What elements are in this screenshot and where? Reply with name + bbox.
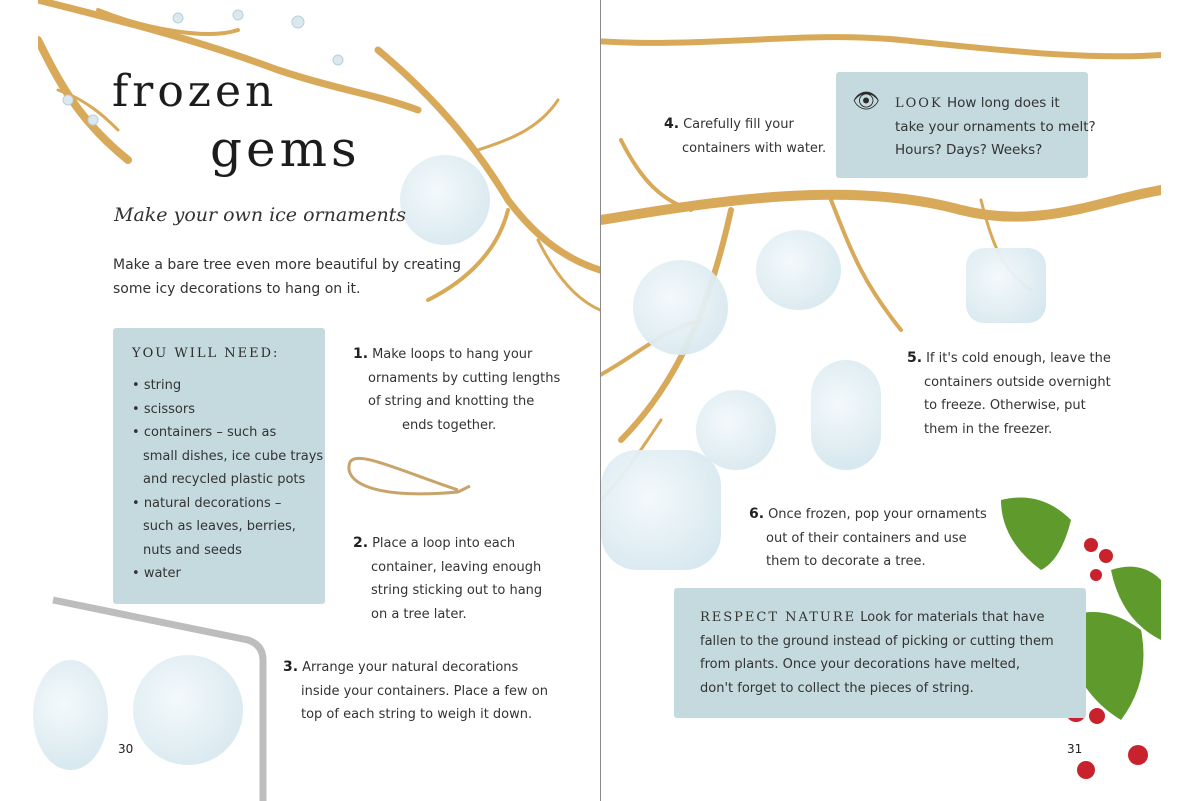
ornament-holly [133,655,243,765]
step-1: 1.Make loops to hang your ornaments by c… [353,346,561,433]
respect-nature-box: RESPECT NATURE Look for materials that h… [674,588,1086,718]
step-4: 4.Carefully fill your containers with wa… [664,116,827,156]
step-3: 3.Arrange your natural decorations insid… [283,659,548,722]
ornament-square [966,248,1046,323]
subtitle: Make your own ice ornaments [114,204,407,226]
respect-nature-text: RESPECT NATURE Look for materials that h… [700,610,1054,696]
ornament-flower [756,230,841,310]
supply-list: • string • scissors • containers – such … [132,374,323,586]
left-page: frozen gems Make your own ice ornaments … [33,0,600,801]
intro-text: Make a bare tree even more beautiful by … [113,254,461,301]
you-will-need-box: YOU WILL NEED: • string • scissors • con… [113,328,325,604]
branch-illustration-left [38,0,600,801]
intro-line: Make a bare tree even more beautiful by … [113,257,462,273]
list-item-cont: and recycled plastic pots [143,472,306,487]
step-2: 2.Place a loop into each container, leav… [353,535,543,622]
ornament-fern [633,260,728,355]
ornament-fern [400,155,490,245]
list-item: • water [132,566,181,581]
list-item-cont: small dishes, ice cube trays [143,448,324,464]
eye-icon: 👁 [852,89,880,114]
step-6: 6.Once frozen, pop your ornaments out of… [749,506,987,569]
look-box: 👁 LOOK How long does it take your orname… [836,72,1096,178]
ornament-gingerbread [811,360,881,470]
title-frozen: frozen [112,66,278,117]
respect-label: RESPECT NATURE [700,610,857,625]
list-item-cont: such as leaves, berries, [143,519,296,534]
you-will-need-heading: YOU WILL NEED: [132,346,280,361]
list-item: • natural decorations – [132,495,282,511]
title-gems: gems [210,120,361,178]
look-label: LOOK [895,96,943,111]
list-item: • containers – such as [132,425,277,440]
list-item: • string [132,378,182,393]
step-5: 5.If it's cold enough, leave the contain… [907,350,1111,437]
right-page: 4.Carefully fill your containers with wa… [600,0,1161,801]
ornament-star [601,450,721,570]
list-item-cont: nuts and seeds [143,542,242,558]
ornament-acorn [33,660,108,770]
ornament-berries [696,390,776,470]
list-item: • scissors [132,401,195,417]
page-number: 31 [1067,742,1083,756]
page-number: 30 [118,742,134,756]
intro-line: some icy decorations to hang on it. [113,280,361,297]
look-text: LOOK How long does it take your ornament… [895,95,1096,158]
